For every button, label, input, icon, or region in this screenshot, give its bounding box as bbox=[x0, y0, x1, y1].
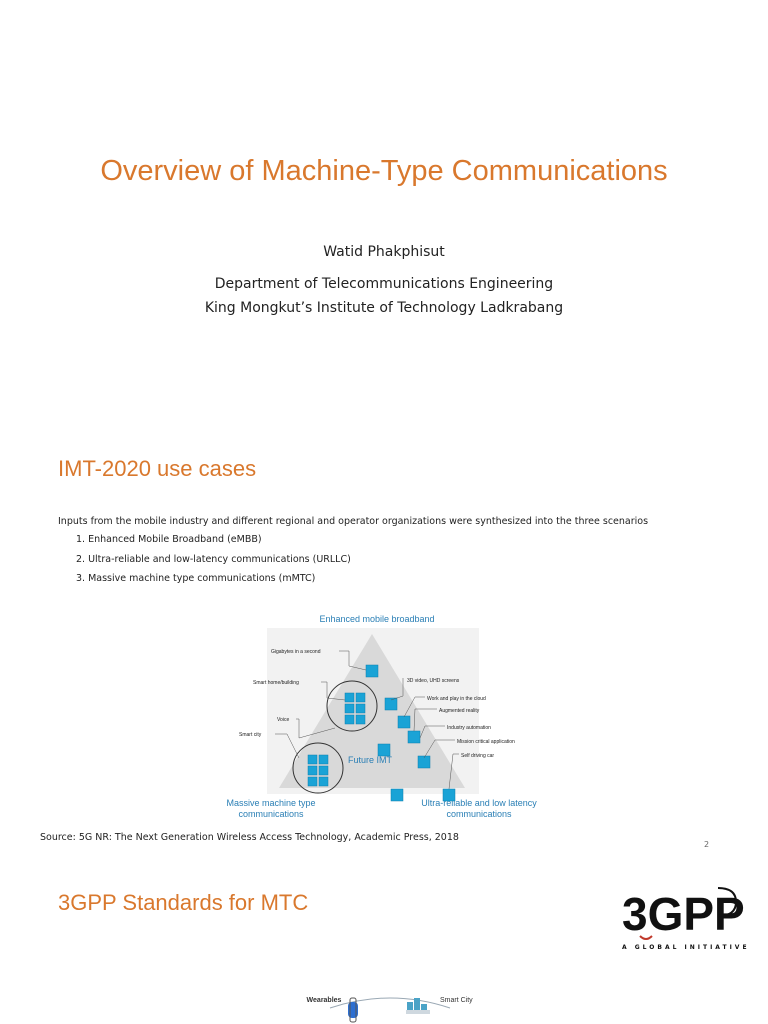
page-number: 2 bbox=[704, 840, 710, 849]
mtc-devices-diagram: Wearables Smart City bbox=[307, 997, 473, 1023]
tile bbox=[307, 765, 318, 776]
watch-icon bbox=[348, 997, 358, 1023]
3gpp-slide: 3GPP Standards for MTC 3GPP A GLOBAL INI… bbox=[0, 860, 768, 1024]
callout-industry-automation: Industry automation bbox=[447, 725, 491, 731]
mmtc-label-line-2: communications bbox=[238, 809, 304, 819]
tile bbox=[344, 703, 355, 714]
list-item: 1. Enhanced Mobile Broadband (eMBB) bbox=[76, 534, 262, 545]
mmtc-label-line-1: Massive machine type bbox=[226, 798, 315, 808]
logo-swirl-icon bbox=[717, 887, 738, 917]
tile bbox=[377, 743, 391, 757]
tile bbox=[318, 776, 329, 787]
tile bbox=[417, 755, 431, 769]
source-citation: Source: 5G NR: The Next Generation Wirel… bbox=[40, 832, 459, 843]
tile bbox=[390, 788, 404, 802]
use-case-tiles bbox=[307, 664, 456, 802]
callout-voice: Voice bbox=[277, 717, 289, 723]
imt-triangle-diagram: Enhanced mobile broadband Massive machin… bbox=[226, 614, 537, 819]
tile bbox=[344, 714, 355, 725]
slide-title: 3GPP Standards for MTC bbox=[58, 890, 309, 915]
slide-title: IMT-2020 use cases bbox=[58, 456, 257, 481]
wearables-label: Wearables bbox=[307, 997, 342, 1004]
callout-smart-city: Smart city bbox=[239, 732, 262, 738]
logo-signal-icon bbox=[639, 935, 653, 940]
3gpp-logo-mark: 3GPP bbox=[622, 887, 745, 940]
presentation-title: Overview of Machine-Type Communications bbox=[100, 155, 668, 187]
tile bbox=[355, 703, 366, 714]
tile bbox=[355, 692, 366, 703]
callout-3d-video: 3D video, UHD screens bbox=[407, 678, 460, 684]
tile bbox=[365, 664, 379, 678]
tile bbox=[344, 692, 355, 703]
title-slide: Overview of Machine-Type Communications … bbox=[0, 0, 768, 420]
tile bbox=[355, 714, 366, 725]
city-icon bbox=[406, 998, 430, 1014]
urllc-label-line-2: communications bbox=[446, 809, 512, 819]
logo-tagline: A GLOBAL INITIATIVE bbox=[622, 944, 750, 951]
3gpp-logo: 3GPP A GLOBAL INITIATIVE bbox=[620, 878, 750, 958]
department-name: Department of Telecommunications Enginee… bbox=[214, 276, 554, 292]
intro-text: Inputs from the mobile industry and diff… bbox=[58, 516, 649, 527]
device-arc bbox=[329, 997, 451, 1009]
callout-mission-critical: Mission critical application bbox=[457, 739, 515, 745]
institute-name: King Mongkut’s Institute of Technology L… bbox=[204, 300, 564, 316]
tile bbox=[307, 754, 318, 765]
tile bbox=[384, 697, 398, 711]
embb-label: Enhanced mobile broadband bbox=[319, 614, 434, 624]
tile bbox=[397, 715, 411, 729]
callout-self-driving: Self driving car bbox=[461, 753, 494, 759]
list-item: 2. Ultra-reliable and low-latency commun… bbox=[76, 554, 351, 565]
smart-city-circle bbox=[292, 742, 344, 794]
callout-smart-home: Smart home/building bbox=[253, 680, 299, 686]
imt-2020-slide: IMT-2020 use cases Inputs from the mobil… bbox=[0, 420, 768, 860]
smart-home-circle bbox=[326, 680, 378, 732]
list-item: 3. Massive machine type communications (… bbox=[76, 573, 316, 584]
callout-lines bbox=[275, 650, 459, 790]
author-name: Watid Phakphisut bbox=[323, 244, 445, 260]
tile bbox=[307, 776, 318, 787]
future-imt-label: Future IMT bbox=[348, 755, 393, 765]
tile bbox=[407, 730, 421, 744]
3gpp-logo-glyphs: 3GPP bbox=[622, 888, 745, 940]
tile bbox=[442, 788, 456, 802]
tile bbox=[318, 754, 329, 765]
callout-augmented-reality: Augmented reality bbox=[439, 708, 480, 714]
smart-city-label: Smart City bbox=[440, 997, 473, 1004]
tile bbox=[318, 765, 329, 776]
callout-gigabytes: Gigabytes in a second bbox=[271, 649, 321, 655]
callout-cloud: Work and play in the cloud bbox=[427, 696, 486, 702]
usage-triangle bbox=[279, 634, 465, 788]
urllc-label-line-1: Ultra-reliable and low latency bbox=[421, 798, 537, 808]
